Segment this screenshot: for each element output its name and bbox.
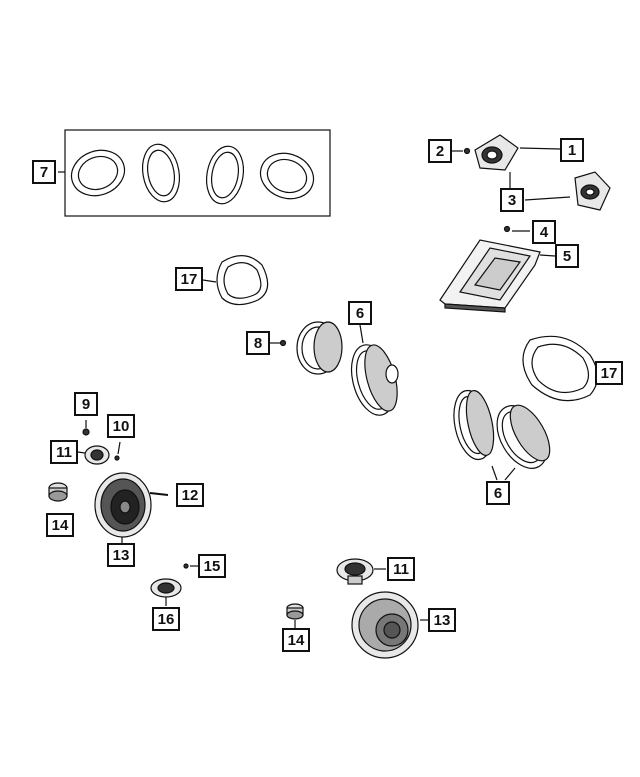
tweeter-housing-1 — [474, 134, 519, 171]
amplifier-5 — [439, 239, 541, 313]
tweeter-16 — [150, 578, 182, 598]
callout-6-right: 6 — [486, 481, 510, 505]
clip-9 — [82, 428, 90, 436]
callout-9: 9 — [74, 392, 98, 416]
screw-2 — [463, 147, 471, 155]
speaker-6-right-a — [453, 389, 495, 461]
callout-12: 12 — [176, 483, 204, 507]
gasket-17-upper — [216, 255, 269, 306]
speaker-6-middle-large — [350, 344, 399, 416]
trim-ring-group-frame — [64, 129, 331, 217]
callout-13-bottom: 13 — [428, 608, 456, 632]
screw-8 — [279, 339, 287, 347]
screw-12 — [149, 492, 169, 496]
trim-ring-3 — [205, 145, 245, 205]
callout-15: 15 — [198, 554, 226, 578]
speaker-6-right-b — [496, 404, 551, 469]
tweeter-11-bottom — [336, 558, 374, 585]
nut-4 — [503, 225, 511, 233]
magnet-14-left — [48, 482, 68, 502]
screw-10 — [114, 455, 120, 461]
callout-17-upper: 17 — [175, 267, 203, 291]
tweeter-housing-3 — [574, 171, 611, 211]
callout-3: 3 — [500, 188, 524, 212]
speaker-6-middle-front — [296, 321, 343, 375]
magnet-14-bottom — [286, 603, 304, 620]
callout-16: 16 — [152, 607, 180, 631]
callout-14-bottom: 14 — [282, 628, 310, 652]
callout-1: 1 — [560, 138, 584, 162]
callout-11-bottom: 11 — [387, 557, 415, 581]
gasket-17-right — [522, 335, 599, 402]
trim-ring-1 — [70, 149, 126, 197]
callout-6-middle: 6 — [348, 301, 372, 325]
callout-11-left: 11 — [50, 440, 78, 464]
tweeter-11-left — [84, 445, 110, 465]
woofer-13-bottom — [351, 591, 419, 659]
callout-8: 8 — [246, 331, 270, 355]
clip-15 — [183, 563, 189, 569]
callout-4: 4 — [532, 220, 556, 244]
woofer-13-left — [94, 472, 152, 538]
callout-17-right: 17 — [595, 361, 623, 385]
callout-2: 2 — [428, 139, 452, 163]
callout-7: 7 — [32, 160, 56, 184]
callout-5: 5 — [555, 244, 579, 268]
trim-ring-4 — [259, 152, 315, 200]
callout-14-left: 14 — [46, 513, 74, 537]
callout-10: 10 — [107, 414, 135, 438]
trim-ring-2 — [141, 143, 181, 203]
callout-13-left: 13 — [107, 543, 135, 567]
